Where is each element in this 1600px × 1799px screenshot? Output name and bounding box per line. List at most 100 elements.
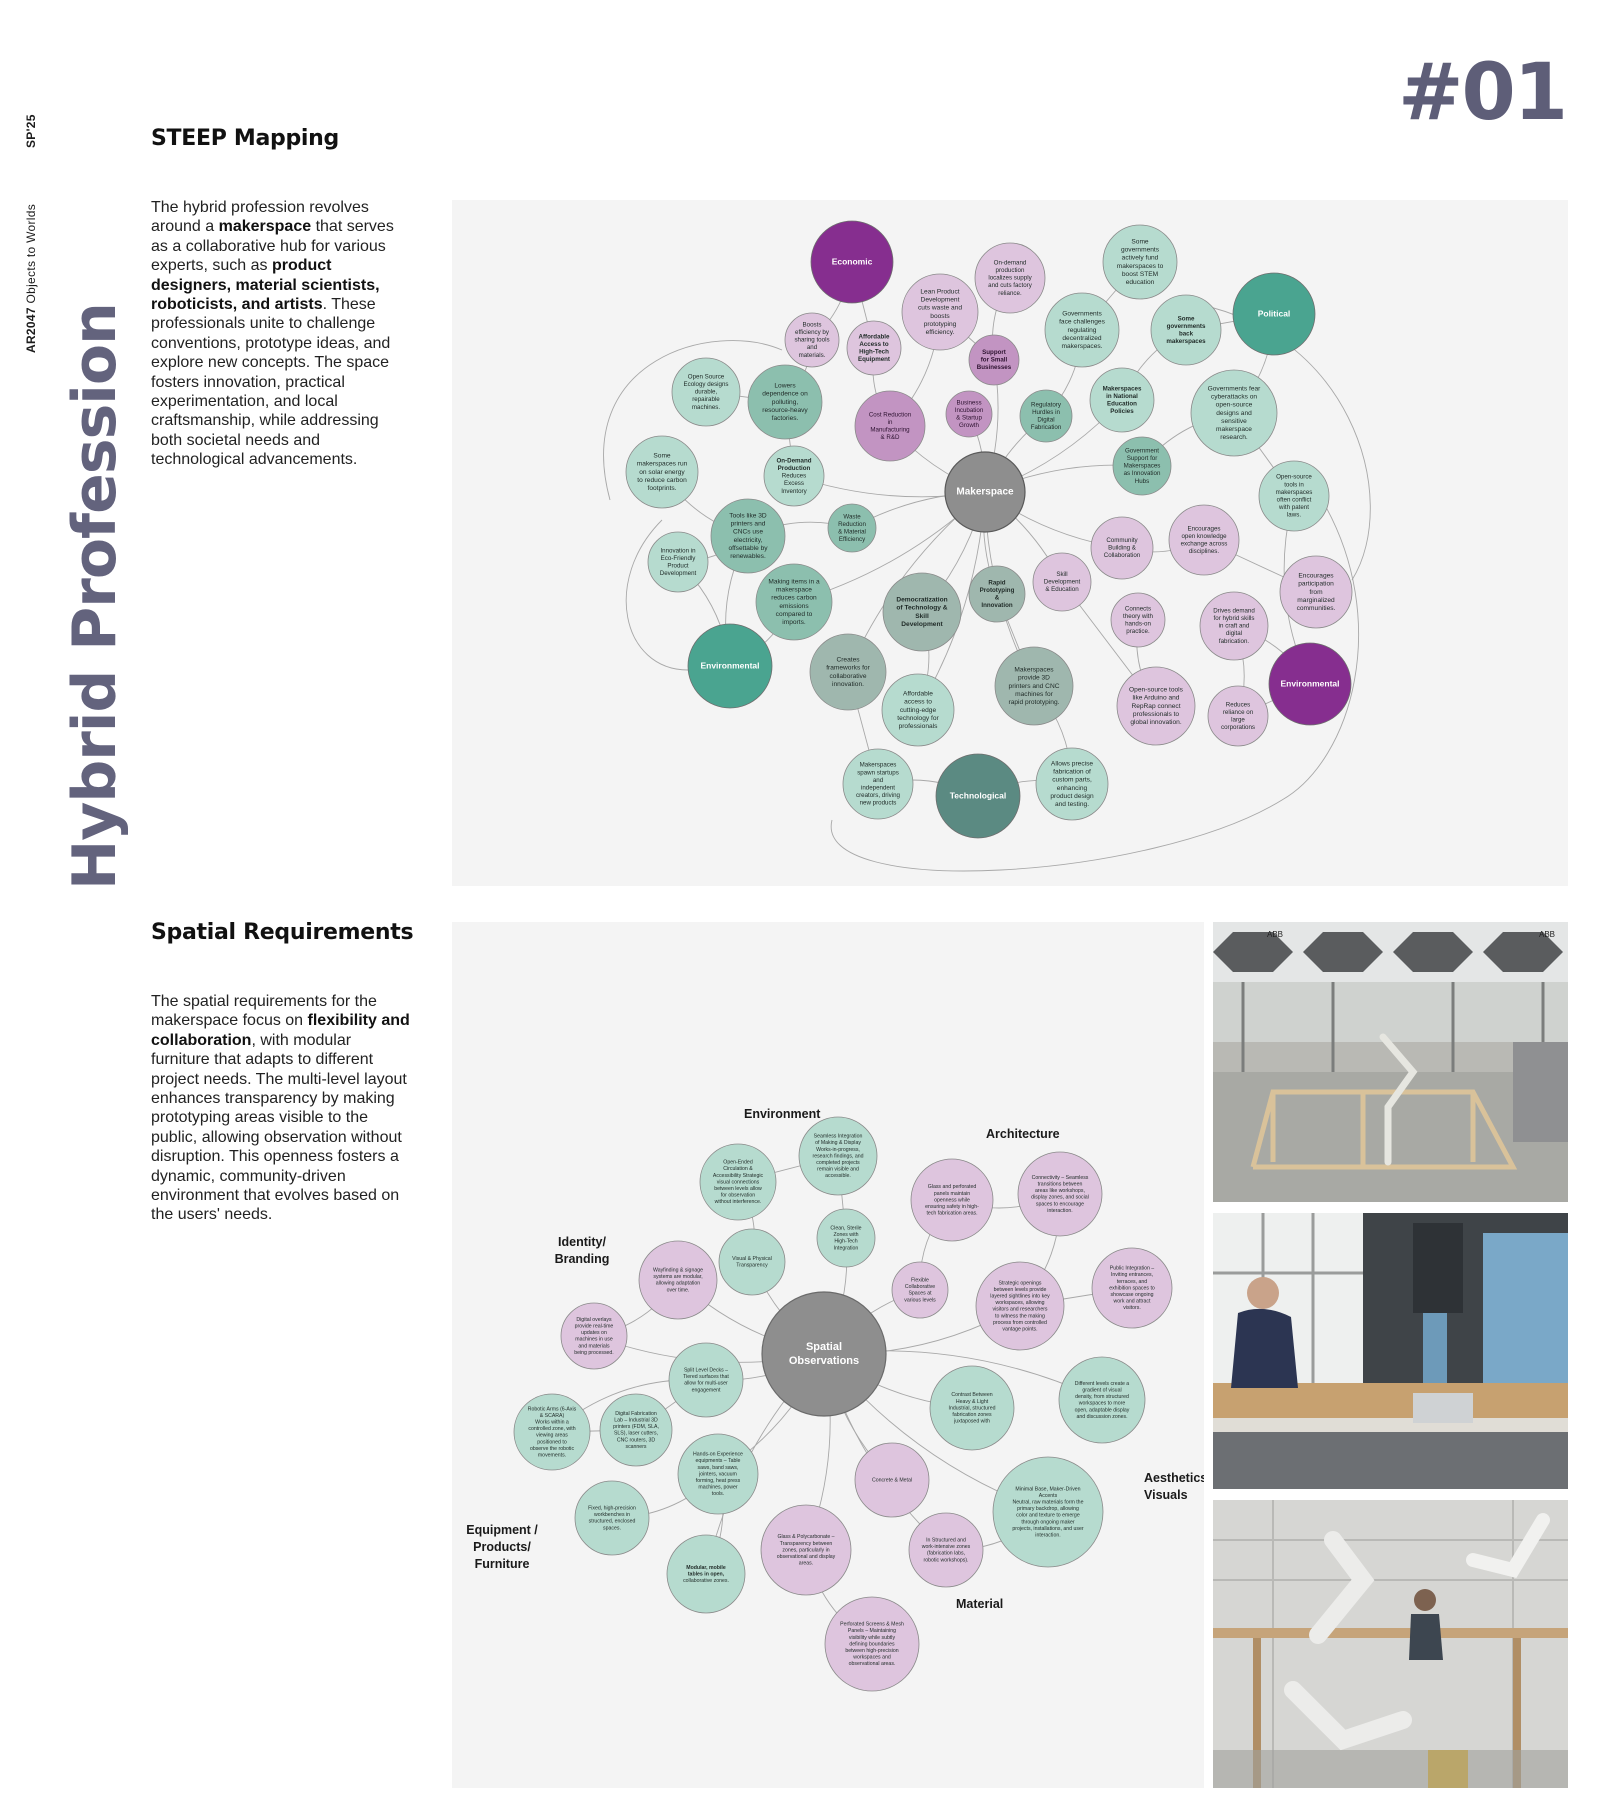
steep-node-text: Hubs [1135, 478, 1149, 485]
steep-node-text: open-source [1216, 402, 1253, 409]
steep-node-text: global innovation. [1130, 719, 1181, 726]
spatial-node-text: Public Integration – [1110, 1266, 1155, 1272]
steep-node-text: digital [1226, 630, 1242, 637]
spatial-node-text: spaces. [603, 1525, 621, 1531]
steep-node-text: Encourages [1298, 573, 1334, 580]
spatial-node-text: workspaces to more [1079, 1401, 1126, 1407]
steep-node-text: back [1179, 330, 1194, 337]
spatial-center-text: Spatial [806, 1341, 842, 1353]
spatial-node-text: updates on [581, 1330, 607, 1336]
steep-category-economic: Economic [810, 220, 894, 304]
steep-node-circle [881, 673, 955, 747]
robotic-fabrication-hall-photo: ABB ABB [1213, 922, 1568, 1202]
spatial-node-circle [668, 1342, 744, 1418]
steep-node-text: resource-heavy [762, 407, 808, 414]
steep-node-text: Development [901, 621, 943, 628]
spatial-node-text: Modular, mobile [686, 1565, 726, 1571]
steep-node-circle [763, 445, 825, 507]
steep-node-text: Government [1125, 448, 1159, 455]
steep-node-text: printers and CNC [1009, 683, 1060, 690]
spatial-node-text: interaction. [1035, 1532, 1060, 1538]
spatial-node-circle [975, 1261, 1065, 1351]
spatial-node-text: of Making & Display [815, 1140, 861, 1146]
spatial-node: Robotic Arms (6-Axis& SCARA)Works within… [513, 1393, 591, 1471]
steep-node-text: Some [1131, 239, 1149, 246]
steep-node-text: Connects [1125, 605, 1151, 612]
steep-node-circle [1207, 685, 1269, 747]
steep-node-circle [1168, 504, 1240, 576]
steep-node-text: Business [956, 399, 981, 406]
spatial-node-text: jointers, vacuum [698, 1471, 737, 1477]
steep-node-circle [1090, 516, 1154, 580]
steep-node-text: emissions [779, 603, 809, 610]
steep-node-text: Tools like 3D [729, 513, 767, 520]
steep-node-text: makerspace [776, 587, 812, 594]
spatial-node-text: allowing adaptation [656, 1281, 701, 1287]
spatial-node-text: visitors. [1123, 1305, 1141, 1311]
steep-node-text: Reduces [1226, 701, 1250, 708]
makerspace-circle [944, 451, 1026, 533]
steep-node-text: and cuts factory [988, 282, 1033, 289]
spatial-category-text: Furniture [475, 1557, 530, 1571]
steep-node-text: fabrication of [1053, 769, 1091, 776]
steep-node-text: Development [660, 570, 697, 577]
spatial-node-text: Collaborative [905, 1284, 935, 1290]
spatial-node-text: projects, installations, and user [1012, 1526, 1083, 1532]
spatial-node-text: Circulation & [723, 1166, 753, 1172]
spatial-node-text: between levels allow [714, 1186, 762, 1192]
steep-node-text: Development [921, 297, 960, 304]
spatial-node-text: and materials [578, 1343, 610, 1349]
paragraph-run: , with modular furniture that adapts to … [151, 1031, 407, 1224]
steep-node-text: in craft and [1219, 623, 1250, 630]
spatial-node-text: controlled zone, with [528, 1426, 575, 1432]
spatial-node-text: Lab – Industrial 3D [614, 1417, 658, 1423]
steep-node: On-DemandProductionReducesExcessInventor… [763, 445, 825, 507]
steep-node-text: Governments [1062, 311, 1102, 318]
steep-node-text: Eco-Friendly [661, 555, 697, 562]
steep-node-text: Inventory [781, 488, 807, 495]
steep-node-circle [854, 390, 926, 462]
spatial-node-circle [638, 1240, 718, 1320]
steep-node-circle [827, 503, 877, 553]
steep-node-text: and [873, 777, 884, 784]
steep-node-text: Lowers [774, 383, 796, 390]
steep-node-text: & Education [1045, 586, 1079, 593]
spatial-node-text: Hands-on Experience [693, 1452, 743, 1458]
steep-node-text: and testing. [1055, 801, 1089, 808]
steep-category-political: Political [1232, 272, 1316, 356]
spatial-node-text: and discussion zones. [1076, 1414, 1127, 1420]
steep-node-text: Regulatory [1031, 401, 1062, 408]
spatial-node-text: accessible. [825, 1173, 851, 1179]
spatial-node-text: scanners [625, 1444, 646, 1450]
steep-node-text: practice. [1126, 628, 1150, 635]
steep-node-circle [1032, 552, 1092, 612]
spatial-node-text: primary backdrop, allowing [1017, 1506, 1079, 1512]
steep-node-text: and [807, 344, 818, 351]
spatial-node-text: various levels [904, 1297, 936, 1303]
spatial-node-text: tools. [712, 1491, 724, 1497]
steep-node-text: on solar energy [639, 469, 685, 476]
steep-paragraph: The hybrid profession revolves around a … [151, 198, 411, 470]
steep-node-circle [747, 364, 823, 440]
spatial-node-circle [1091, 1247, 1173, 1329]
spatial-category-text: Branding [555, 1252, 610, 1266]
spatial-center-text: Observations [789, 1355, 859, 1367]
steep-node-text: machines for [1015, 691, 1054, 698]
spatial-heading: Spatial Requirements [151, 920, 414, 945]
steep-node-text: Businesses [977, 364, 1012, 371]
paragraph-run: makerspace [218, 218, 312, 236]
spatial-node-text: interaction. [1047, 1208, 1072, 1214]
course-name: Objects to Worlds [24, 203, 38, 304]
steep-node-text: durable, [695, 389, 718, 396]
spatial-node-text: Contrast Between [951, 1392, 992, 1398]
steep-node-text: cyberattacks on [1211, 394, 1258, 401]
